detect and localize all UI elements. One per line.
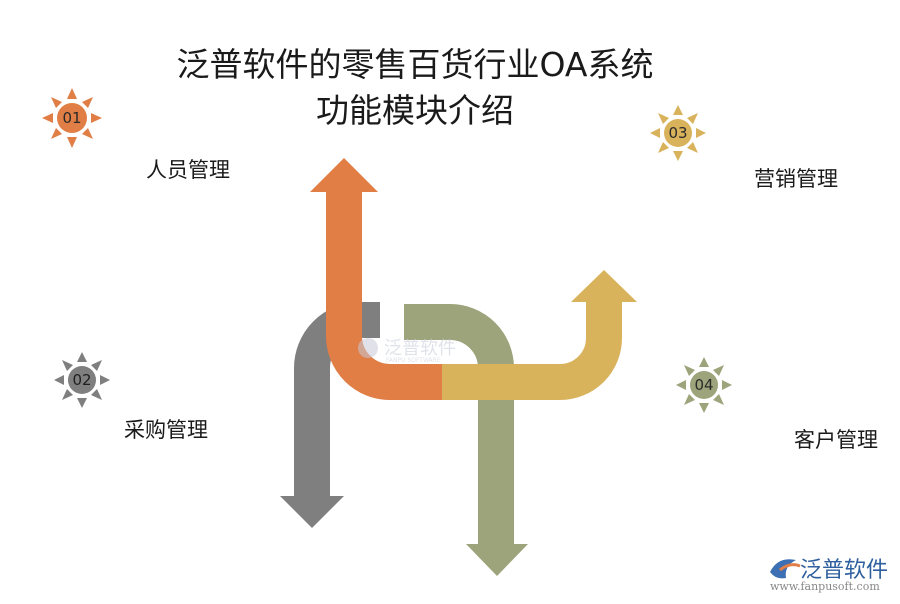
arrow-marketing-body: [442, 300, 622, 400]
module-label-personnel: 人员管理: [146, 158, 230, 182]
module-number-03: 03: [668, 124, 687, 142]
module-badge-04: 04: [676, 357, 732, 413]
module-label-marketing: 营销管理: [754, 167, 838, 191]
watermark-logo-icon: [358, 338, 378, 358]
corner-watermark-brand: 泛普软件: [800, 558, 888, 583]
sun-rays-icon: [676, 357, 732, 413]
arrow-personnel-head: [310, 158, 378, 192]
module-number-04: 04: [694, 376, 713, 394]
page-title: 泛普软件的零售百货行业OA系统 功能模块介绍: [110, 42, 720, 134]
arrow-customer-body: [404, 304, 514, 545]
sun-rays-icon: [54, 352, 110, 408]
module-label-customer: 客户管理: [794, 428, 878, 452]
sun-rays-icon: [42, 88, 102, 148]
corner-watermark-url: www.fanpusoft.com: [770, 580, 880, 593]
module-badge-01: 01: [42, 88, 102, 148]
module-badge-03: 03: [650, 105, 706, 161]
arrow-marketing-head: [571, 270, 637, 302]
center-watermark: 泛普软件 FANPU SOFTWARE: [358, 338, 456, 364]
module-number-01: 01: [62, 109, 81, 127]
module-badge-02: 02: [54, 352, 110, 408]
arrow-customer-head: [466, 544, 528, 576]
title-line-1: 泛普软件的零售百货行业OA系统: [176, 45, 654, 84]
center-watermark-sub: FANPU SOFTWARE: [386, 357, 441, 364]
module-label-purchase: 采购管理: [124, 418, 208, 442]
corner-watermark: 泛普软件: [770, 558, 888, 583]
title-line-2: 功能模块介绍: [316, 91, 514, 130]
arrow-personnel-body: [326, 190, 442, 400]
module-number-02: 02: [72, 371, 91, 389]
arrow-purchase-head: [280, 496, 344, 528]
sun-rays-icon: [650, 105, 706, 161]
center-watermark-brand: 泛普软件: [384, 338, 456, 359]
